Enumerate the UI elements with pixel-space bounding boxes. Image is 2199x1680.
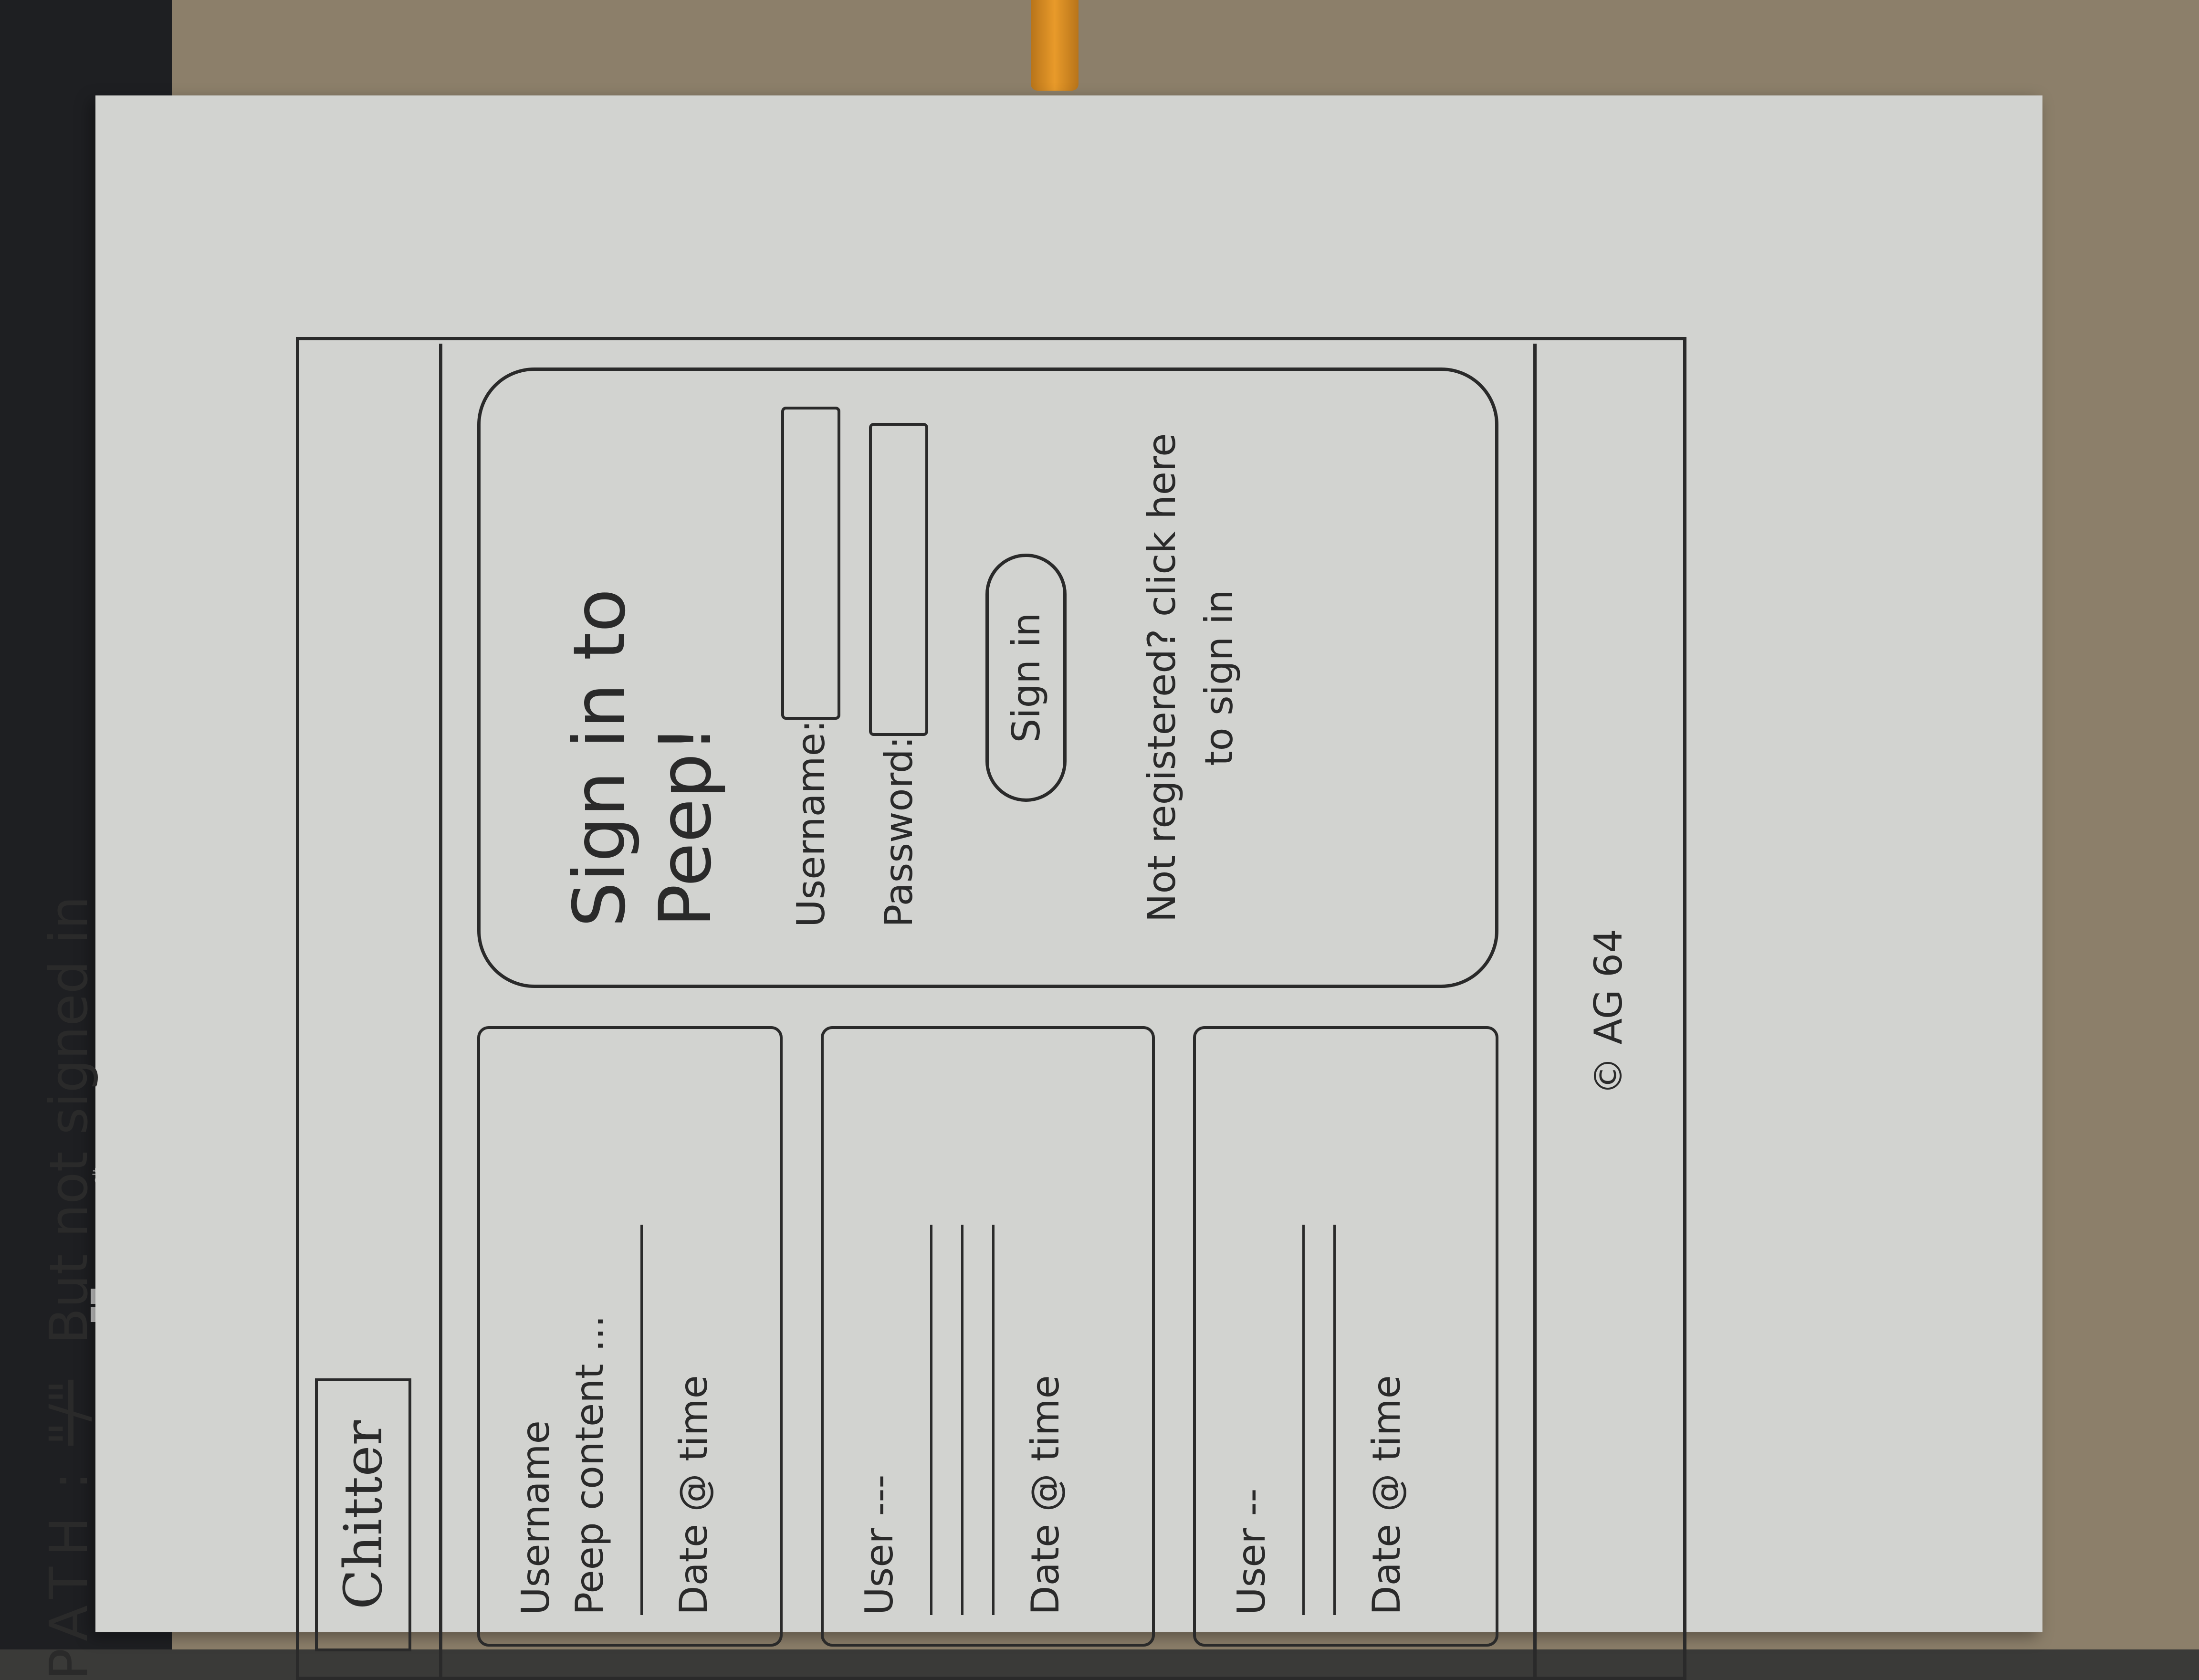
signin-button[interactable]: Sign in — [985, 554, 1067, 802]
username-input[interactable] — [781, 407, 840, 720]
register-link[interactable]: Not registered? click here to sign in — [1140, 433, 1241, 923]
copyright-text: © AG 64 — [1586, 929, 1631, 1095]
path-annotation: PATH : "/" But not signed in — [38, 896, 99, 1680]
content-placeholder-line — [930, 1225, 932, 1615]
username-row: Username: — [781, 407, 840, 927]
username-label: Username: — [788, 720, 833, 927]
peep-username[interactable]: User --- — [857, 1474, 901, 1615]
password-row: Password: — [869, 423, 928, 927]
content-placeholder-line — [1333, 1225, 1336, 1615]
paper-sheet — [95, 95, 2042, 1632]
peep-card: User --- Date @ time — [821, 1026, 1155, 1647]
content-placeholder-line — [961, 1225, 963, 1615]
path-value: "/" — [38, 1379, 99, 1446]
peep-card: User -- Date @ time — [1193, 1026, 1498, 1647]
content-placeholder-line — [640, 1225, 643, 1615]
path-suffix: But not signed in — [38, 896, 99, 1344]
signin-panel: Sign in to Peep! Username: Password: Sig… — [477, 368, 1498, 988]
path-label: PATH — [38, 1506, 99, 1680]
password-label: Password: — [876, 736, 921, 927]
peep-timestamp: Date @ time — [1364, 1375, 1409, 1615]
site-header: Chitter — [296, 344, 442, 1680]
signin-title: Sign in to Peep! — [558, 588, 727, 927]
content-placeholder-line — [1302, 1225, 1305, 1615]
peep-timestamp: Date @ time — [1023, 1375, 1068, 1615]
site-footer: © AG 64 — [1533, 344, 1680, 1680]
site-logo[interactable]: Chitter — [315, 1378, 411, 1651]
peep-username[interactable]: User -- — [1229, 1488, 1274, 1615]
content-placeholder-line — [992, 1225, 995, 1615]
pencil — [1031, 0, 1079, 91]
peep-username[interactable]: Username — [513, 1420, 558, 1615]
peep-timestamp: Date @ time — [671, 1375, 716, 1615]
peep-content: Peep content ... — [567, 1315, 612, 1615]
wireframe-sketch: PATH : "/" But not signed in Chitter Use… — [38, 337, 1686, 1680]
path-colon: : — [38, 1472, 99, 1490]
peep-card: Username Peep content ... Date @ time — [477, 1026, 783, 1647]
password-input[interactable] — [869, 423, 928, 736]
